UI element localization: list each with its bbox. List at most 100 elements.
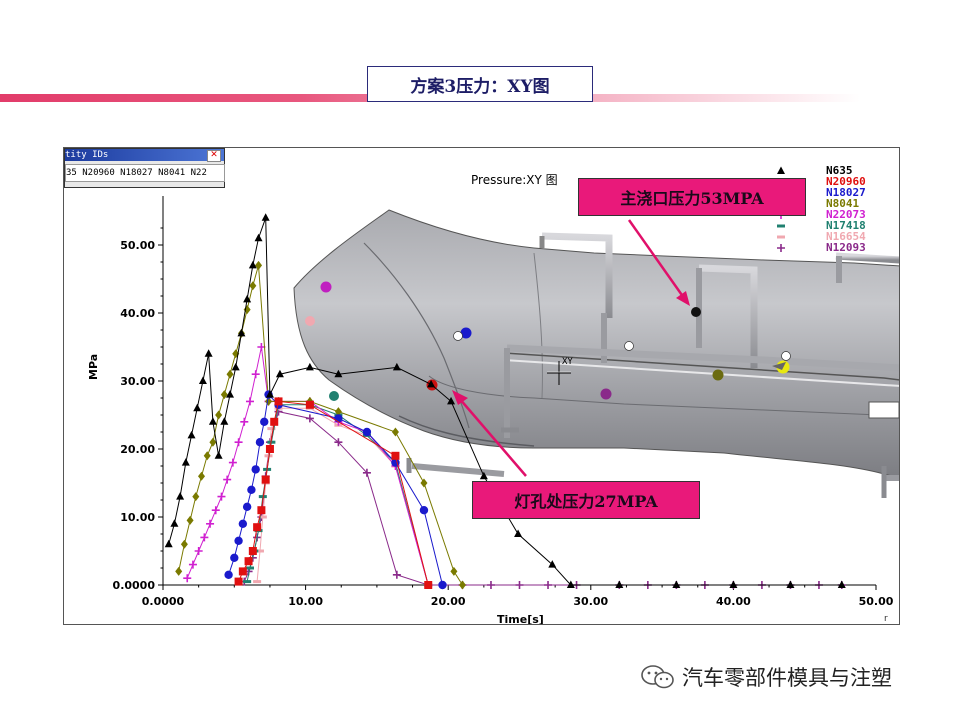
legend-label-N20960: N20960 [826,175,866,188]
data-point-N8041 [192,492,200,502]
data-point-N20960 [270,417,279,426]
data-point-N22073 [217,492,226,501]
data-point-N635 [447,396,456,405]
corner-mark: r [884,614,888,624]
xy-cursor-marker [547,361,571,385]
data-point-N8041 [203,451,211,461]
x-tick-label: 30.00 [573,595,608,608]
data-point-N635 [729,580,738,588]
y-tick-label: 40.00 [120,307,155,320]
data-point-N22073 [234,438,243,447]
data-point-N18027 [242,502,252,511]
data-point-N635 [220,417,229,425]
data-point-N635 [479,471,488,480]
bumper-3d-model [293,209,899,498]
data-point-N20960 [305,400,314,409]
data-point-N8041 [209,437,217,447]
data-point-N20960 [261,475,270,484]
data-point-N20960 [274,397,283,406]
x-tick-label: 40.00 [716,595,751,608]
data-point-N20960 [391,451,400,460]
close-icon[interactable]: ✕ [207,150,221,162]
data-point-N635 [392,362,401,371]
data-point-N635 [214,451,223,459]
legend-label-N635: N635 [826,164,853,177]
data-point-N12093 [486,581,495,589]
data-point-N20960 [238,567,247,576]
data-point-N635 [243,294,252,303]
data-point-N18027 [238,519,248,528]
data-point-N8041 [180,539,188,549]
x-tick-label: 20.00 [431,595,466,608]
x-axis-label: Time[s] [497,613,544,625]
x-tick-label: 50.00 [859,595,894,608]
legend-marker-N12093 [777,244,785,252]
data-point-N635 [837,580,846,588]
data-point-N8041 [391,427,399,437]
data-point-N18027 [247,485,256,494]
data-point-N8041 [249,281,257,291]
x-tick-label: 0.0000 [142,595,185,608]
data-point-N17418 [243,580,252,584]
data-point-N635 [187,430,196,439]
entity-ids-panel[interactable]: tity IDs ✕ 35 N20960 N18027 N8041 N22 [64,148,225,188]
data-point-N18027 [224,570,233,579]
data-point-N635 [261,213,270,221]
data-point-N8041 [334,407,342,417]
data-point-N22073 [194,547,203,555]
data-point-N8041 [420,478,428,488]
watermark-text: 汽车零部件模具与注塑 [682,666,892,690]
legend-label-N16654: N16654 [826,230,866,243]
data-point-N635 [193,403,202,412]
data-point-N635 [566,580,575,588]
data-point-N22073 [228,458,237,467]
callout-arrows [452,219,690,477]
data-point-N18027 [438,580,447,590]
y-tick-label: 10.00 [120,511,155,524]
legend-marker-N16654 [777,235,785,239]
slide-title: 方案3压力：XY图 [367,66,593,102]
data-point-N635 [548,560,557,568]
legend-label-N12093: N12093 [826,241,866,254]
data-point-N635 [275,369,284,378]
data-point-N12093 [334,438,343,447]
series-N20960 [234,397,433,589]
legend-marker-N635 [777,166,785,174]
data-point-N22073 [245,397,254,406]
y-tick-label: 20.00 [120,443,155,456]
data-point-N8041 [255,260,263,270]
data-point-N12093 [515,581,524,589]
data-point-N635 [786,580,795,588]
series-line-N635 [168,217,842,586]
series-line-N16654 [256,407,429,586]
data-point-N8041 [226,369,234,379]
data-point-N8041 [220,390,228,400]
data-point-N8041 [215,410,223,420]
entity-ids-field[interactable]: 35 N20960 N18027 N8041 N22 [65,164,225,182]
data-point-N18027 [419,506,429,515]
series-layer [164,213,846,590]
wechat-icon [641,665,674,689]
data-point-N8041 [175,566,183,576]
data-point-N20960 [257,506,266,515]
watermark: 汽车零部件模具与注塑 [640,662,892,692]
data-point-N8041 [186,515,194,525]
data-point-N635 [164,539,173,548]
data-point-N635 [248,260,257,269]
data-point-N18027 [230,553,239,562]
data-point-N635 [170,519,179,527]
data-point-N22073 [251,370,260,379]
data-point-N18027 [362,427,372,437]
data-point-N22073 [200,533,209,542]
data-point-N635 [181,458,190,466]
data-point-N635 [615,580,624,588]
entity-ids-title: tity IDs [65,149,224,161]
y-tick-label: 30.00 [120,375,155,388]
legend-label-N17418: N17418 [826,219,866,232]
data-point-N635 [254,233,263,242]
data-point-N12093 [544,581,553,589]
data-point-N635 [237,328,246,337]
data-point-N17418 [245,566,254,570]
